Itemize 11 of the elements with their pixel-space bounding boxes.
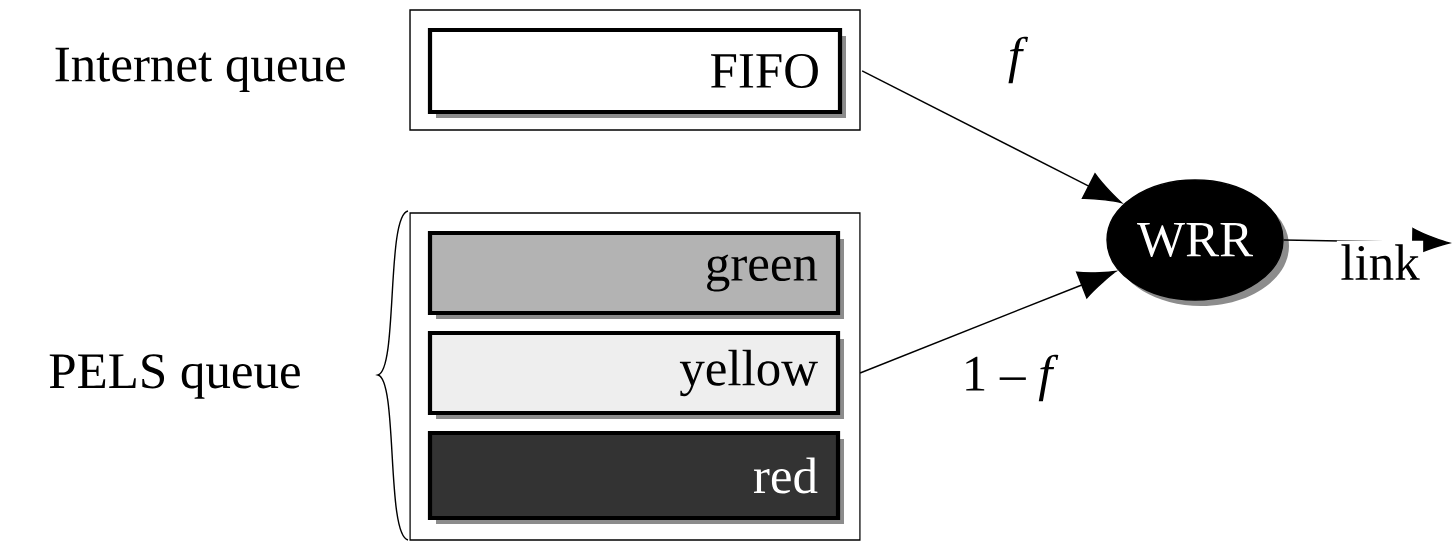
edge-label: link <box>1336 240 1424 284</box>
queue-box: green <box>427 230 844 319</box>
edge-label: f <box>1004 33 1028 87</box>
arrow <box>861 70 1122 204</box>
node-label: Internet queue <box>55 47 345 93</box>
queue-box: FIFO <box>427 27 846 118</box>
edge-label: 1 – f <box>958 351 1062 405</box>
arrow <box>859 270 1117 374</box>
queue-box: red <box>427 430 844 524</box>
queue-box: yellow <box>427 330 844 419</box>
node-label: PELS queue <box>49 354 300 399</box>
